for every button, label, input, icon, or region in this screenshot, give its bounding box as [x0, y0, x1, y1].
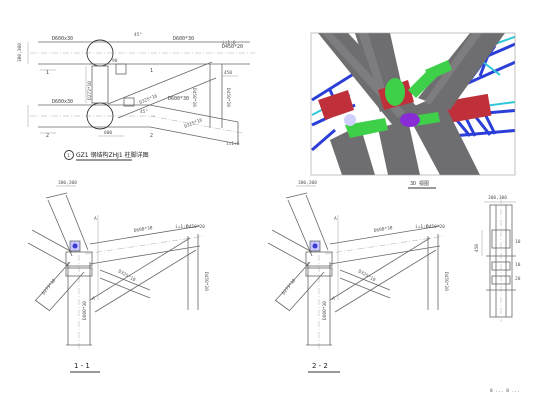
plan-dim-12: 800 — [104, 130, 112, 136]
detail-dim-left: 450 — [474, 244, 480, 252]
plan-title-number: 1 — [67, 153, 70, 159]
section1-cut-a-top: A — [94, 216, 97, 222]
plan-dim-7: D450*20 — [225, 88, 231, 107]
section-1-1: 300,300 D600*30 i=1:6 D450*20 D450*20 D3… — [27, 180, 209, 373]
section2-label: 2 - 2 — [312, 362, 328, 370]
plan-member-label-3: 2 — [46, 133, 49, 139]
plan-member-label-4: 2 — [150, 133, 153, 139]
plan-member-label-2: 1 — [150, 68, 153, 74]
section1-dim-main: D600*30 — [133, 225, 153, 234]
plan-dim-8: D325*16 — [139, 93, 159, 106]
section1-dim-top: 300,300 — [58, 180, 77, 186]
plan-dim-6: D450*20 — [191, 88, 197, 107]
plan-dim-2: D600*30 — [173, 36, 194, 42]
plan-dim-3: D450*20 — [222, 44, 243, 50]
section2-dim-d273: D273*10 — [281, 277, 298, 296]
purple-node — [400, 113, 420, 127]
section1-dim-slope: i=1:6 — [175, 224, 189, 230]
plan-dim-13: 450 — [224, 70, 232, 76]
section1-dim-d450b: D450*20 — [203, 272, 209, 291]
detail-a: 300,300 450 10 10 20 — [474, 195, 521, 322]
plan-dim-10: D273*10 — [87, 81, 93, 100]
plan-dim-15: i=1:6 — [226, 141, 240, 147]
detail-dim-r3: 20 — [515, 276, 521, 282]
plan-dim-9: D325*16 — [184, 117, 204, 130]
plan-member-label-1: 1 — [46, 70, 49, 76]
footer-note: 8 ... 8 ... — [490, 388, 520, 394]
plan-dim-11: 300,300 — [17, 43, 23, 62]
section2-dim-main: D600*30 — [373, 225, 393, 234]
plan-dim-17: 45° — [140, 109, 148, 115]
section2-cut-a-top: A — [334, 216, 337, 222]
green-collars — [345, 60, 452, 138]
section2-dim-top: 300,300 — [298, 180, 317, 186]
section2-cut-a-bottom: A — [332, 296, 335, 302]
plan-dim-4: D600x30 — [52, 99, 73, 105]
section2-dim-d450b: D450*20 — [443, 272, 449, 291]
section1-cut-a-bottom: A — [92, 296, 95, 302]
section1-dim-d273: D273*10 — [41, 277, 58, 296]
render-3d: 3D 视图 — [310, 32, 516, 189]
plan-dim-5: D600*30 — [168, 96, 189, 102]
plan-title: GZ1 钢结构ZHJ1 柱脚详图 — [76, 151, 149, 159]
section2-dim-d450a: D450*20 — [426, 224, 445, 230]
section1-dim-d450a: D450*20 — [186, 224, 205, 230]
plan-dim-1: D600x30 — [52, 36, 73, 42]
plan-dim-18: 90 — [112, 58, 118, 64]
plan-dim-16: 45° — [134, 32, 142, 38]
detail-dim-r2: 10 — [515, 262, 521, 268]
detail-dim-top: 300,300 — [488, 195, 507, 201]
section2-dim-slope: i=1:6 — [415, 224, 429, 230]
section1-label: 1 - 1 — [74, 362, 90, 370]
section-2-2: 300,300 D600*30 i=1:6 D450*20 D450*20 D3… — [267, 180, 449, 373]
detail-dim-r1: 10 — [515, 239, 521, 245]
plan-dim-14: i=1:6 — [222, 40, 236, 46]
render-3d-label: 3D 视图 — [410, 180, 429, 187]
section1-dim-column: D600*30 — [82, 301, 88, 320]
plan-view: D600x30 D600*30 D450*20 D600x30 D600*30 … — [17, 32, 255, 161]
section2-dim-column: D600*30 — [322, 301, 328, 320]
